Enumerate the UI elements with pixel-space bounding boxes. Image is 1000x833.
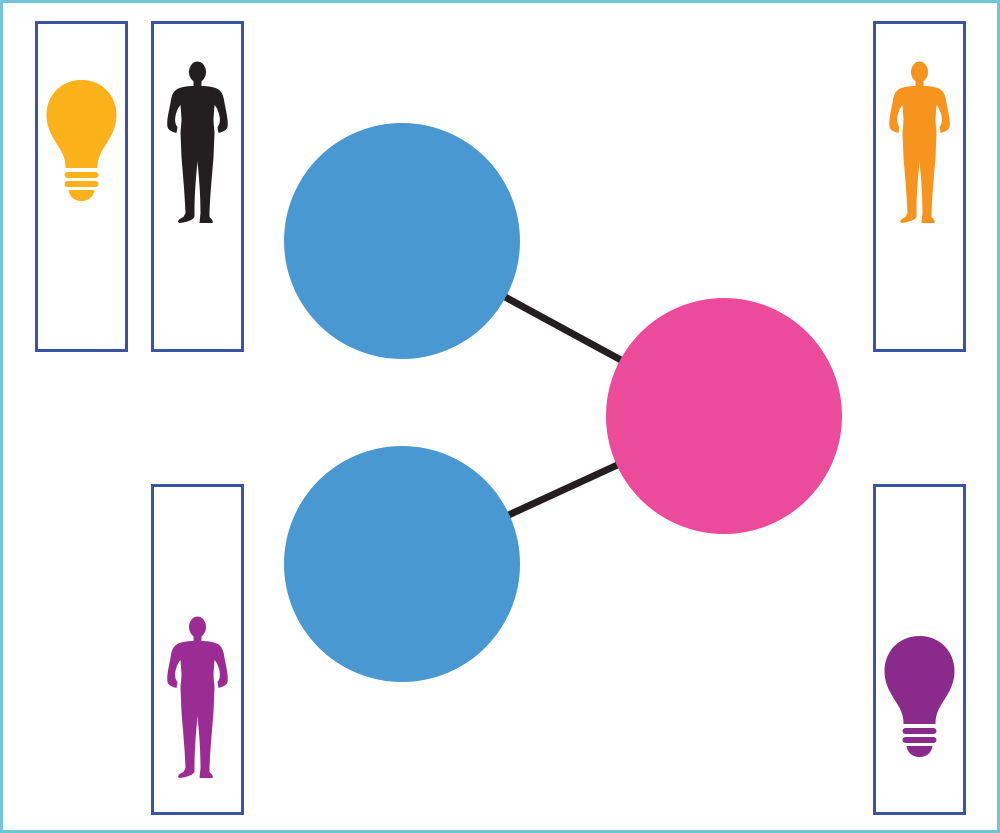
panel-bottom-left-person: [151, 484, 244, 815]
panel-top-right-person: [873, 21, 966, 352]
node-top-left: [284, 123, 520, 359]
node-right: [606, 298, 842, 534]
panel-bottom-right-bulb: [873, 484, 966, 815]
panel-top-left-person: [151, 21, 244, 352]
panel-top-left-bulb: [35, 21, 128, 352]
node-bottom-left: [284, 446, 520, 682]
